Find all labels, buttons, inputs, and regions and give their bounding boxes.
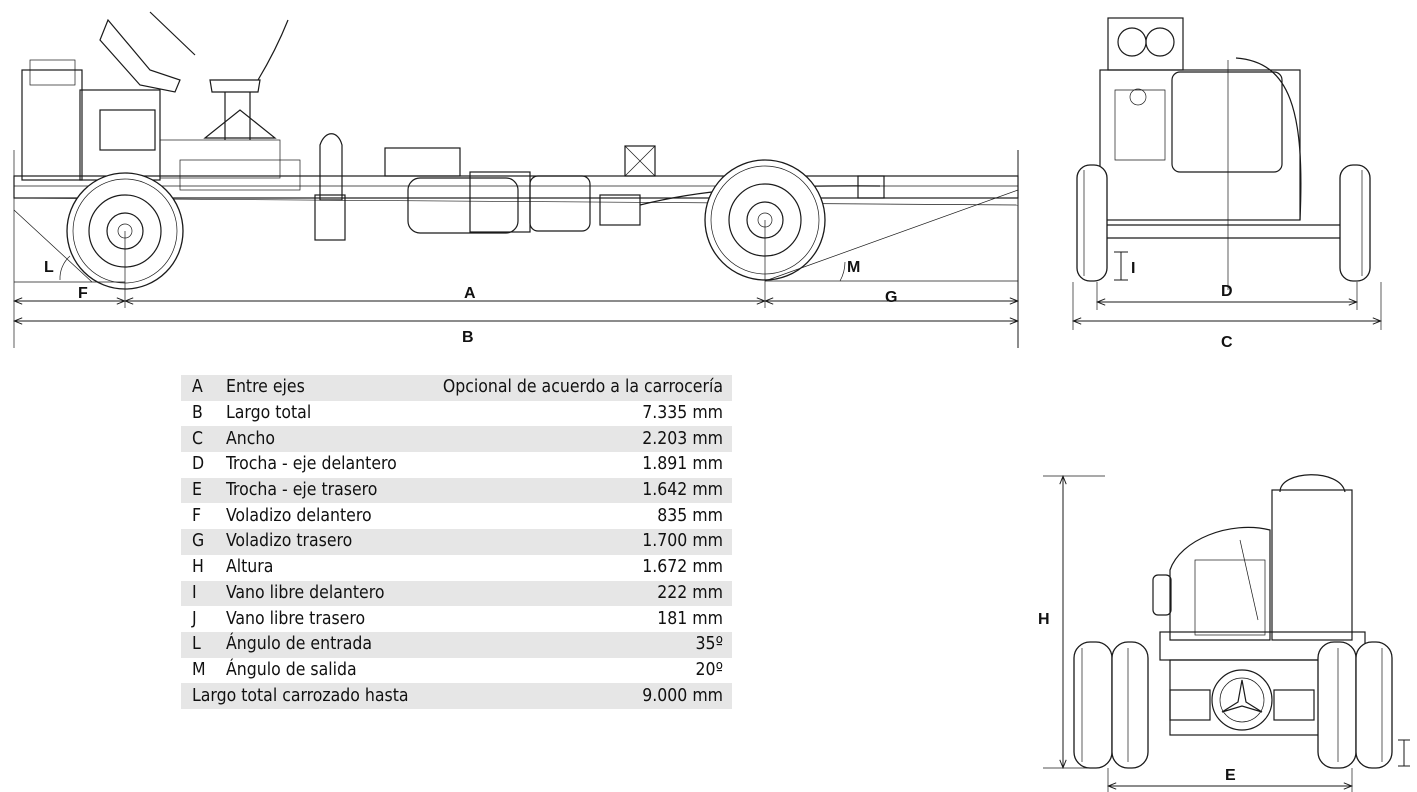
spec-name: Altura: [226, 557, 274, 578]
spec-value: 1.642 mm: [642, 480, 723, 501]
approach-departure-lines: [13, 150, 1019, 348]
spec-letter: I: [192, 582, 197, 603]
dim-label-b: B: [462, 329, 474, 346]
spec-row: A Entre ejes Opcional de acuerdo a la carr…: [181, 375, 732, 401]
spec-name: Ángulo de salida: [226, 659, 357, 680]
spec-letter: G: [192, 531, 205, 552]
spec-value: 1.700 mm: [642, 531, 723, 552]
spec-row: F Voladizo delantero 835 mm: [181, 503, 732, 529]
spec-row: J Vano libre trasero 181 mm: [181, 606, 732, 632]
spec-name: Ángulo de entrada: [226, 634, 373, 655]
dim-label-g: G: [885, 289, 897, 306]
spec-row: G Voladizo trasero 1.700 mm: [181, 529, 732, 555]
spec-row: M Ángulo de salida 20º: [181, 658, 732, 684]
spec-letter: A: [192, 377, 203, 398]
rear-view: H E: [1038, 474, 1410, 792]
spec-name: Vano libre trasero: [226, 608, 366, 629]
spec-letter: M: [192, 659, 206, 680]
spec-row: E Trocha - eje trasero 1.642 mm: [181, 477, 732, 504]
spec-footer-value: 9.000 mm: [642, 685, 723, 706]
spec-name: Vano libre delantero: [226, 582, 385, 603]
dim-label-h: H: [1038, 611, 1050, 628]
spec-letter: F: [192, 505, 202, 526]
spec-name: Entre ejes: [226, 377, 305, 398]
spec-name: Largo total: [226, 403, 312, 424]
spec-name: Voladizo delantero: [226, 505, 372, 526]
spec-value: Opcional de acuerdo a la carrocería: [442, 377, 723, 398]
spec-row: L Ángulo de entrada 35º: [181, 631, 732, 658]
spec-letter: E: [192, 480, 202, 501]
dim-label-e: E: [1225, 767, 1236, 784]
spec-value: 7.335 mm: [642, 403, 723, 424]
dim-label-c: C: [1221, 334, 1233, 351]
spec-table: A Entre ejes Opcional de acuerdo a la carr…: [181, 375, 732, 709]
spec-value: 222 mm: [657, 582, 723, 603]
spec-value: 1.672 mm: [642, 557, 723, 578]
spec-name: Voladizo trasero: [226, 531, 353, 552]
spec-footer-name: Largo total carrozado hasta: [192, 685, 409, 706]
spec-name: Trocha - eje trasero: [226, 480, 378, 501]
spec-footer-row: Largo total carrozado hasta 9.000 mm: [181, 683, 732, 709]
side-view: L F A M G B: [13, 11, 1019, 348]
dim-label-i: I: [1131, 260, 1135, 277]
spec-value: 181 mm: [657, 608, 723, 629]
spec-row: H Altura 1.672 mm: [181, 555, 732, 581]
spec-value: 2.203 mm: [642, 428, 723, 449]
front-view: I D C: [1073, 17, 1381, 351]
spec-value: 35º: [695, 634, 723, 655]
dim-label-m: M: [847, 259, 860, 276]
spec-row: D Trocha - eje delantero 1.891 mm: [181, 452, 732, 478]
dim-label-f: F: [78, 285, 88, 302]
spec-letter: H: [192, 557, 204, 578]
spec-letter: L: [192, 634, 201, 655]
engine-block: [21, 11, 343, 201]
dim-label-d: D: [1221, 283, 1233, 300]
spec-letter: J: [192, 608, 197, 629]
spec-name: Trocha - eje delantero: [226, 454, 397, 475]
dimension-lines: [15, 301, 1017, 321]
spec-name: Ancho: [226, 428, 276, 449]
dim-label-l: L: [44, 259, 54, 276]
spec-row: C Ancho 2.203 mm: [181, 426, 732, 453]
spec-value: 1.891 mm: [642, 454, 723, 475]
spec-letter: C: [192, 428, 203, 449]
spec-value: 835 mm: [657, 505, 723, 526]
spec-letter: B: [192, 403, 203, 424]
spec-row: B Largo total 7.335 mm: [181, 401, 732, 427]
spec-row: I Vano libre delantero 222 mm: [181, 580, 732, 607]
spec-letter: D: [192, 454, 205, 475]
dim-label-a: A: [464, 285, 476, 302]
spec-value: 20º: [695, 659, 723, 680]
